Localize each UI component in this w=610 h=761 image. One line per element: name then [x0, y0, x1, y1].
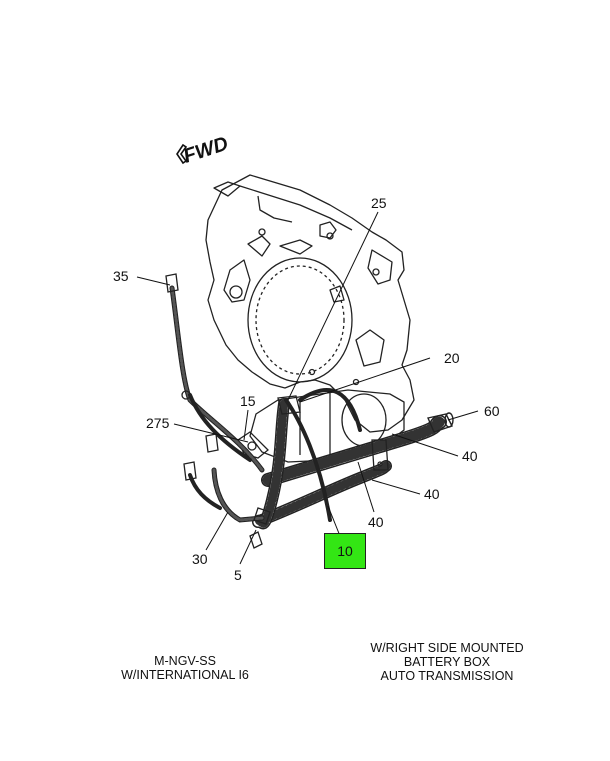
note-right-line-3: AUTO TRANSMISSION — [380, 669, 514, 683]
callout-5: 5 — [234, 567, 242, 583]
callout-10-highlight[interactable]: 10 — [324, 533, 366, 569]
note-left-line-2: W/INTERNATIONAL I6 — [121, 668, 249, 682]
callout-40-lower: 40 — [368, 514, 384, 530]
callout-10: 10 — [337, 543, 353, 559]
callout-30: 30 — [192, 551, 208, 567]
note-right-line-1: W/RIGHT SIDE MOUNTED — [370, 641, 524, 655]
callouts: 25 35 20 15 60 275 40 40 40 30 5 — [113, 195, 500, 583]
flywheel-housing — [205, 174, 415, 433]
fwd-arrow-icon — [176, 143, 188, 165]
callout-275: 275 — [146, 415, 170, 431]
note-left-line-1: M-NGV-SS — [154, 654, 216, 668]
note-right-line-2: BATTERY BOX — [403, 655, 491, 669]
callout-20: 20 — [444, 350, 460, 366]
note-left: M-NGV-SS W/INTERNATIONAL I6 — [90, 654, 280, 682]
callout-40-upper: 40 — [462, 448, 478, 464]
callout-60: 60 — [484, 403, 500, 419]
note-right: W/RIGHT SIDE MOUNTED BATTERY BOX AUTO TR… — [352, 641, 542, 683]
wire-harness — [165, 273, 454, 549]
callout-40-middle: 40 — [424, 486, 440, 502]
fwd-label: FWD — [181, 133, 231, 168]
callout-35: 35 — [113, 268, 129, 284]
callout-25: 25 — [371, 195, 387, 211]
leader-lines — [136, 211, 479, 565]
callout-15: 15 — [240, 393, 256, 409]
